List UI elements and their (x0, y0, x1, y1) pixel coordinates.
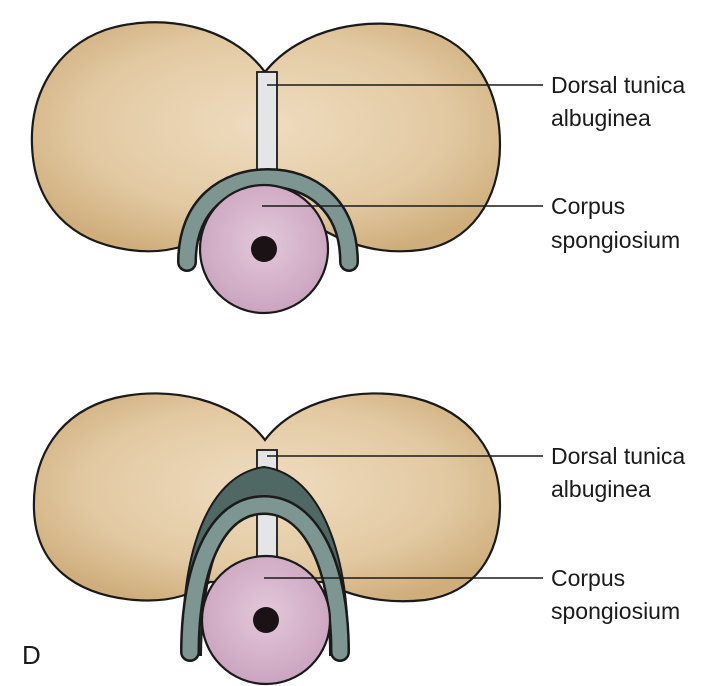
label-corpus-bottom-l2: spongiosium (551, 598, 680, 624)
label-corpus-bottom-l1: Corpus (551, 565, 625, 591)
label-dorsal-tunica-top-l2: albuginea (551, 105, 651, 131)
label-dorsal-tunica-top-l1: Dorsal tunica (551, 72, 685, 98)
urethra-top (251, 236, 277, 262)
label-dorsal-tunica-bottom-l2: albuginea (551, 476, 651, 502)
panel-letter: D (22, 640, 41, 670)
urethra-bottom (253, 607, 279, 633)
bottom-diagram: Dorsal tunica albuginea Corpus spongiosi… (22, 392, 685, 686)
label-corpus-top-l2: spongiosium (551, 227, 680, 253)
label-corpus-top-l1: Corpus (551, 193, 625, 219)
label-dorsal-tunica-bottom-l1: Dorsal tunica (551, 443, 685, 469)
top-diagram: Dorsal tunica albuginea Corpus spongiosi… (30, 21, 685, 315)
